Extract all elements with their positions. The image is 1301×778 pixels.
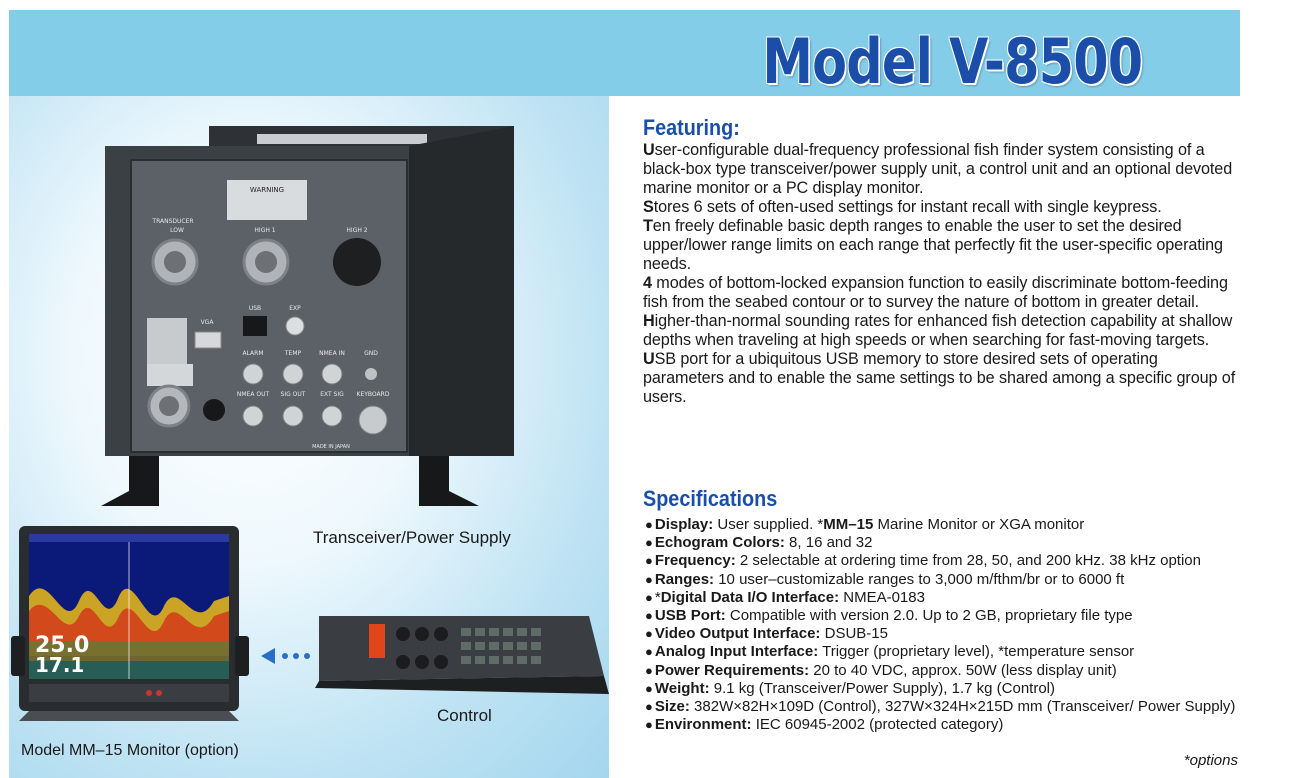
feature-text: tores 6 sets of often-used settings for …	[653, 198, 1162, 216]
bullet-icon: ●	[645, 626, 653, 642]
ext-sig-label: EXT SIG	[320, 391, 344, 398]
feature-text: igher-than-normal sounding rates for enh…	[643, 312, 1233, 349]
sig-out-connector	[282, 405, 304, 427]
model-title: Model V-8500	[762, 25, 1143, 98]
depth-readout-primary: 25.0	[35, 633, 89, 658]
feature-text: ser-configurable dual-frequency professi…	[643, 141, 1233, 197]
spec-item-power: ●Power Requirements: 20 to 40 VDC, appro…	[645, 661, 1117, 679]
bullet-icon: ●	[645, 662, 653, 678]
transceiver-unit: WARNING TRANSDUCER LOW HIGH 1 HIGH 2 USB…	[101, 126, 514, 506]
bullet-icon: ●	[645, 571, 653, 587]
product-panel: WARNING TRANSDUCER LOW HIGH 1 HIGH 2 USB…	[9, 96, 609, 778]
bullet-icon: ●	[645, 644, 653, 660]
fuse-holder	[203, 399, 225, 421]
high1-label: HIGH 1	[254, 227, 275, 234]
spec-item-digital-io: ●*Digital Data I/O Interface: NMEA-0183	[645, 588, 925, 606]
spec-item-video-output: ●Video Output Interface: DSUB-15	[645, 625, 888, 643]
made-in-label: MADE IN JAPAN	[312, 444, 350, 450]
transceiver-caption: Transceiver/Power Supply	[313, 528, 511, 547]
exp-connector	[285, 316, 305, 336]
temp-connector	[282, 363, 304, 385]
bullet-icon: ●	[645, 589, 653, 605]
control-caption: Control	[437, 706, 492, 725]
control-display	[369, 624, 385, 658]
feature-paragraph: Stores 6 sets of often-used settings for…	[643, 198, 1243, 217]
spec-item-analog-input: ●Analog Input Interface: Trigger (propri…	[645, 643, 1135, 661]
feature-initial: U	[643, 350, 655, 368]
sig-out-label: SIG OUT	[281, 391, 306, 398]
specifications-heading: Specifications	[643, 486, 778, 511]
spec-item-echogram-colors: ●Echogram Colors: 8, 16 and 32	[645, 534, 873, 552]
feature-paragraph: Ten freely definable basic depth ranges …	[643, 217, 1243, 274]
blank-plate	[147, 318, 187, 368]
low-label: LOW	[170, 227, 184, 234]
temp-label: TEMP	[284, 350, 302, 357]
bullet-icon: ●	[645, 699, 653, 715]
high2-cap	[333, 238, 381, 286]
monitor-unit: 25.0 17.1	[11, 526, 249, 721]
monitor-caption: Model MM–15 Monitor (option)	[21, 742, 239, 759]
arrow-icon	[261, 648, 310, 664]
feature-paragraph: USB port for a ubiquitous USB memory to …	[643, 350, 1243, 407]
alarm-label: ALARM	[242, 350, 263, 357]
spec-item-weight: ●Weight: 9.1 kg (Transceiver/Power Suppl…	[645, 679, 1055, 697]
bullet-icon: ●	[645, 680, 653, 696]
bullet-icon: ●	[645, 517, 653, 532]
options-footnote: *options	[1183, 752, 1238, 769]
usb-port	[243, 316, 267, 336]
ext-sig-connector	[321, 405, 343, 427]
vga-label: VGA	[201, 319, 215, 326]
featuring-section: Featuring: User-configurable dual-freque…	[643, 115, 1243, 407]
feature-initial: 4	[643, 274, 652, 292]
nmea-out-label: NMEA OUT	[237, 391, 270, 398]
feature-paragraph: User-configurable dual-frequency profess…	[643, 141, 1243, 198]
spec-item-frequency: ●Frequency: 2 selectable at ordering tim…	[645, 552, 1201, 570]
feature-text: modes of bottom-locked expansion functio…	[643, 274, 1228, 311]
feature-initial: U	[643, 141, 655, 159]
feature-initial: T	[643, 217, 653, 235]
control-unit	[315, 616, 609, 694]
high2-label: HIGH 2	[346, 227, 367, 234]
spec-item-usb-port: ●USB Port: Compatible with version 2.0. …	[645, 607, 1133, 625]
spec-list: ●Display: User supplied. *MM–15 Marine M…	[645, 516, 1245, 734]
spec-item-size: ●Size: 382W×82H×109D (Control), 327W×324…	[645, 698, 1236, 716]
alarm-connector	[242, 363, 264, 385]
gnd-label: GND	[364, 350, 378, 357]
usb-label: USB	[249, 305, 261, 312]
feature-text: en freely definable basic depth ranges t…	[643, 217, 1223, 273]
exp-label: EXP	[289, 305, 301, 312]
feature-initial: H	[643, 312, 655, 330]
warning-label: WARNING	[250, 186, 284, 194]
bullet-icon: ●	[645, 608, 653, 624]
nmea-in-connector	[321, 363, 343, 385]
keyboard-label: KEYBOARD	[357, 391, 390, 398]
spec-item-environment: ●Environment: IEC 60945-2002 (protected …	[645, 716, 1004, 734]
depth-readout-secondary: 17.1	[35, 653, 84, 677]
vga-port	[194, 331, 222, 349]
spec-item-ranges: ●Ranges: 10 user–customizable ranges to …	[645, 570, 1125, 588]
right-stand	[419, 456, 479, 506]
keyboard-connector	[358, 405, 388, 435]
bullet-icon: ●	[645, 535, 653, 551]
feature-text: SB port for a ubiquitous USB memory to s…	[643, 350, 1236, 406]
left-stand	[101, 456, 159, 506]
featuring-heading: Featuring:	[643, 115, 740, 140]
header-band: Model V-8500	[9, 10, 1240, 98]
feature-paragraph: Higher-than-normal sounding rates for en…	[643, 312, 1243, 350]
spec-item-display: ●Display: User supplied. *MM–15 Marine M…	[645, 516, 1085, 533]
bullet-icon: ●	[645, 717, 653, 733]
transducer-label: TRANSDUCER	[151, 218, 193, 225]
gnd-terminal	[365, 368, 377, 380]
nmea-out-connector	[242, 405, 264, 427]
bullet-icon: ●	[645, 553, 653, 569]
power-label-plate	[147, 364, 193, 386]
nmea-in-label: NMEA IN	[319, 350, 345, 357]
feature-paragraph: 4 modes of bottom-locked expansion funct…	[643, 274, 1243, 312]
feature-initial: S	[643, 198, 654, 216]
product-illustration: WARNING TRANSDUCER LOW HIGH 1 HIGH 2 USB…	[11, 126, 609, 721]
